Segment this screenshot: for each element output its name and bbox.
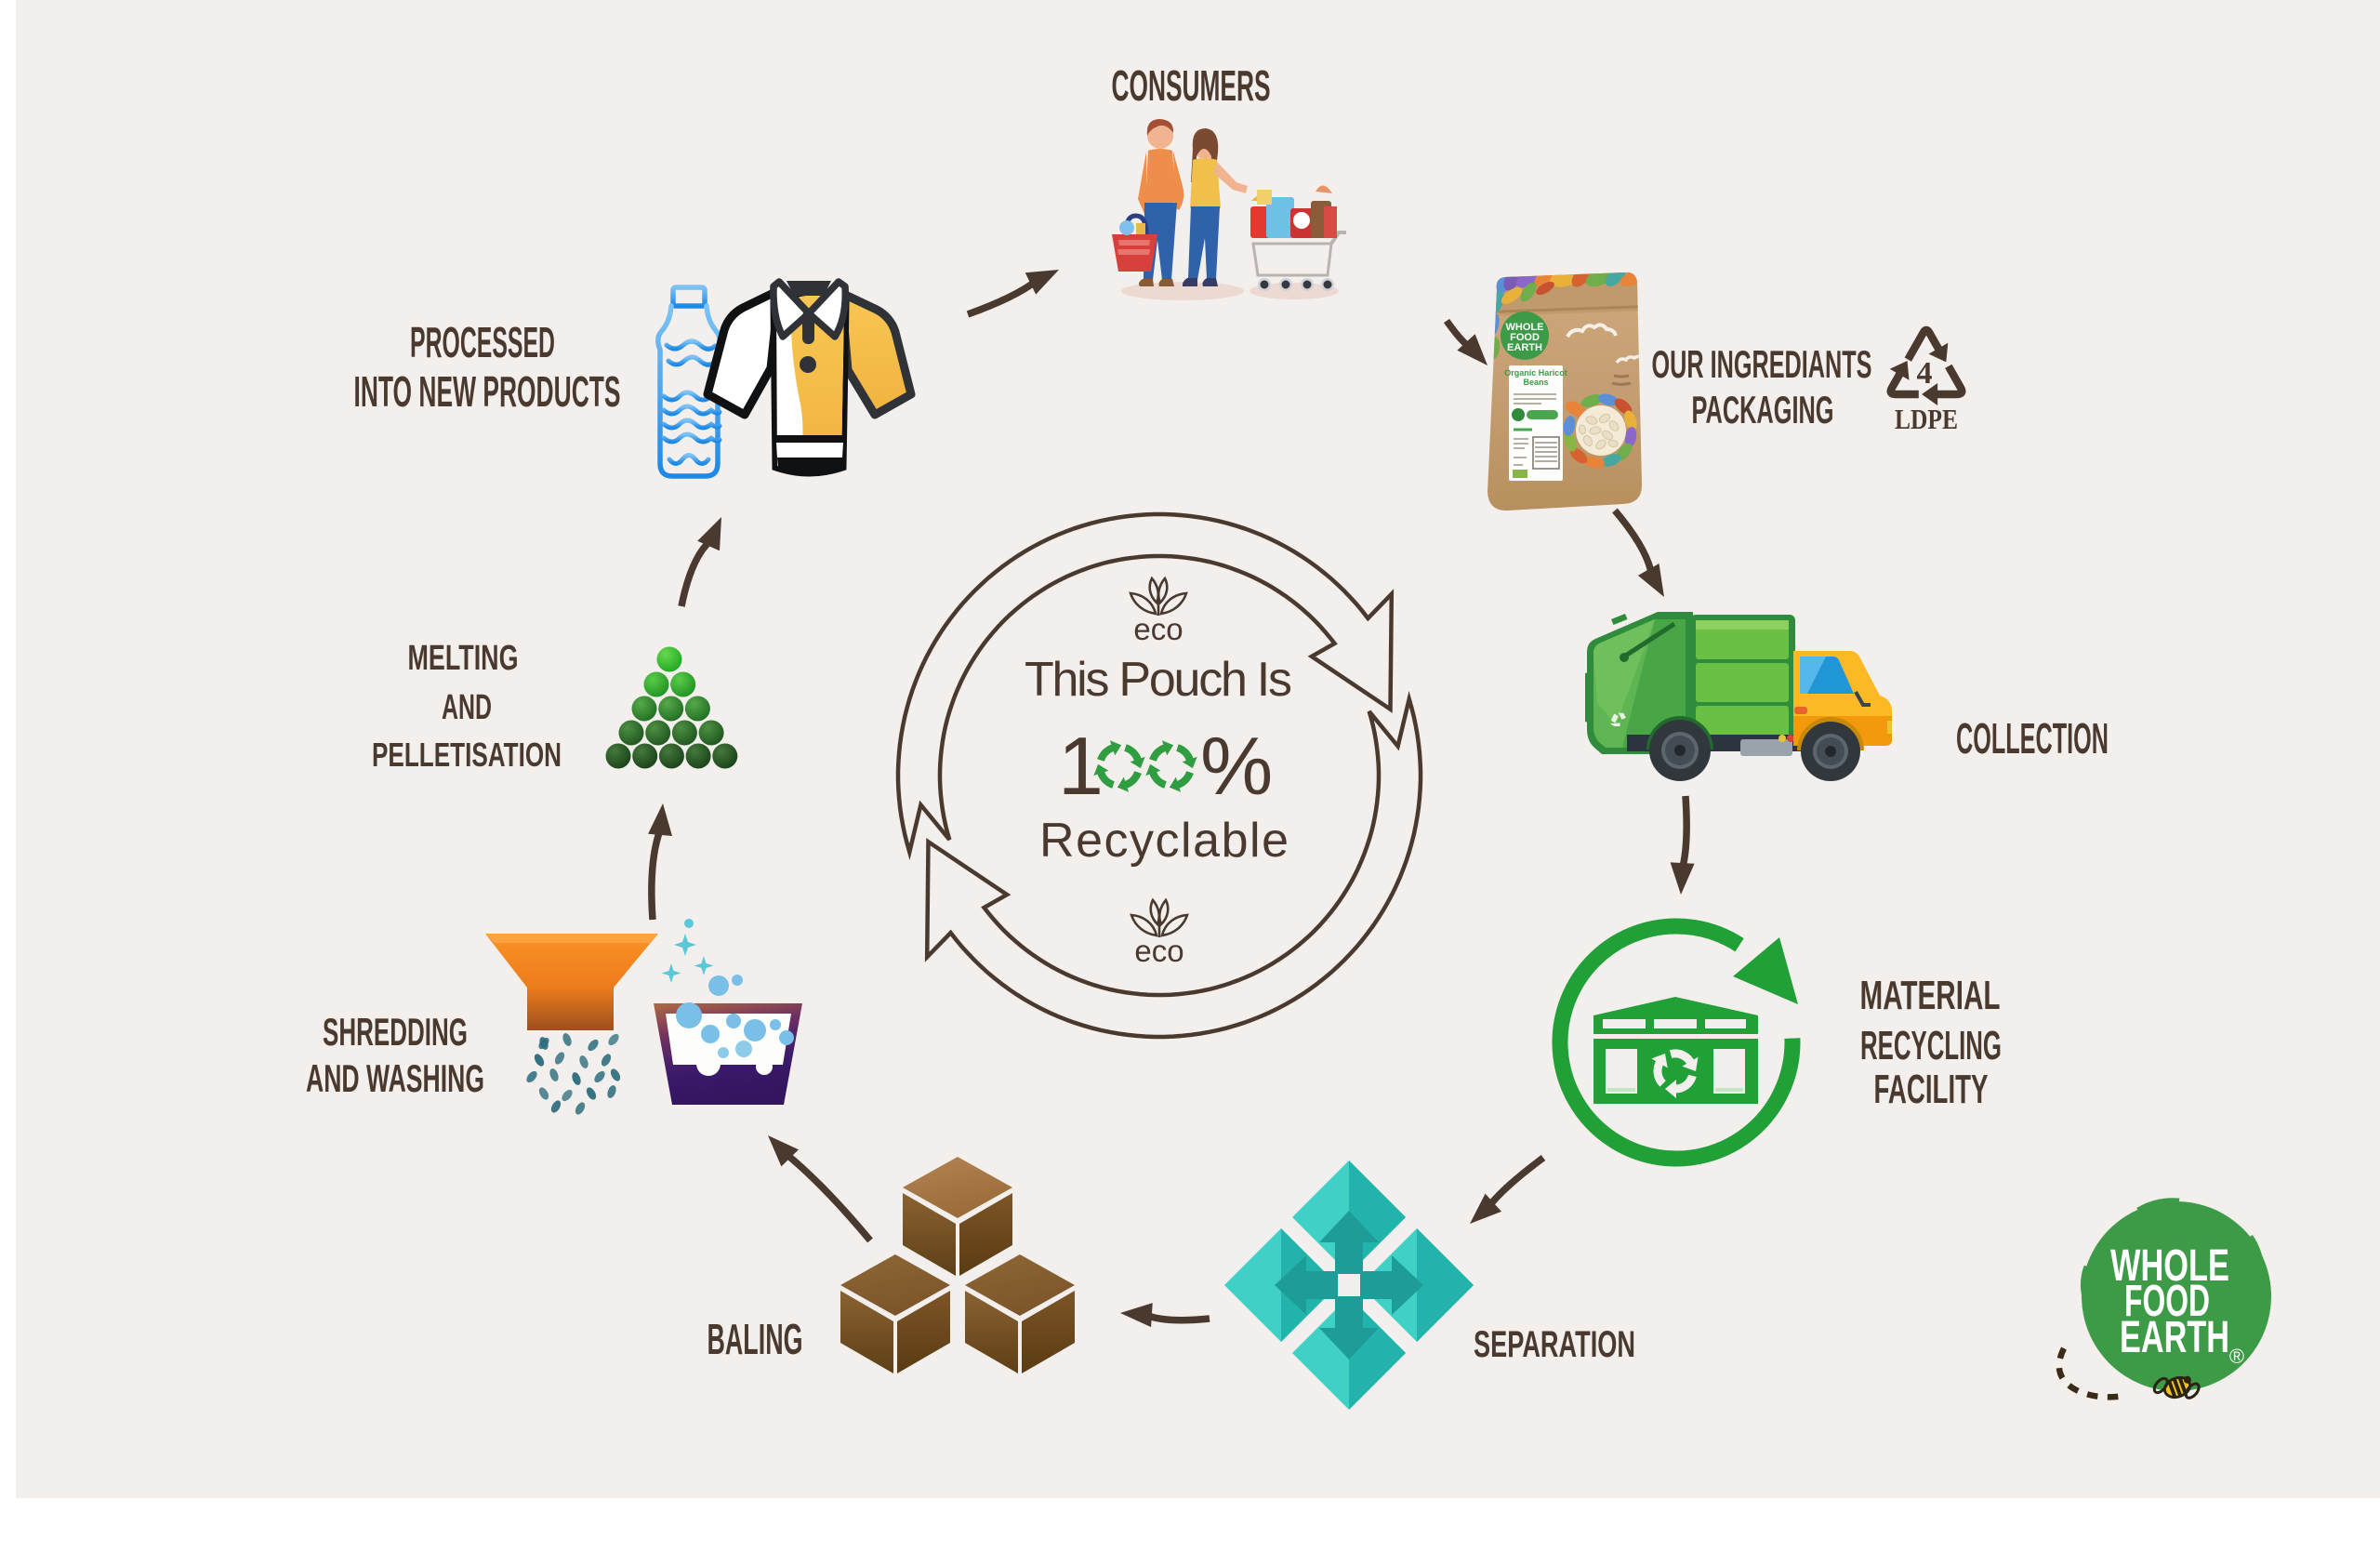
svg-text:COLLECTION: COLLECTION [1956, 714, 2109, 763]
svg-text:PACKAGING: PACKAGING [1692, 388, 1834, 431]
svg-text:INTO NEW PRODUCTS: INTO NEW PRODUCTS [354, 367, 621, 416]
svg-text:RECYCLING: RECYCLING [1860, 1023, 2002, 1068]
svg-text:FOOD: FOOD [1510, 332, 1540, 343]
svg-text:PELLETISATION: PELLETISATION [372, 736, 562, 774]
svg-text:WHOLE: WHOLE [1506, 322, 1544, 333]
svg-text:LDPE: LDPE [1895, 403, 1958, 435]
svg-text:4: 4 [1917, 356, 1933, 391]
svg-text:AND WASHING: AND WASHING [306, 1056, 484, 1100]
svg-text:WHOLE: WHOLE [2110, 1241, 2229, 1291]
svg-text:SHREDDING: SHREDDING [323, 1010, 468, 1054]
svg-text:Organic Haricot: Organic Haricot [1504, 368, 1567, 378]
svg-text:FACILITY: FACILITY [1874, 1067, 1989, 1112]
svg-text:CONSUMERS: CONSUMERS [1112, 61, 1271, 110]
svg-text:Beans: Beans [1523, 378, 1548, 387]
svg-text:eco: eco [1134, 934, 1183, 968]
svg-text:eco: eco [1133, 612, 1183, 646]
svg-text:PROCESSED: PROCESSED [410, 318, 555, 366]
svg-text:AND: AND [442, 688, 492, 727]
svg-text:SEPARATION: SEPARATION [1474, 1324, 1635, 1365]
svg-text:FOOD: FOOD [2124, 1277, 2210, 1326]
svg-text:EARTH: EARTH [1507, 342, 1542, 353]
svg-text:%: % [1200, 720, 1273, 812]
svg-text:Recyclable: Recyclable [1039, 814, 1289, 868]
svg-text:MATERIAL: MATERIAL [1860, 973, 2001, 1018]
svg-text:This Pouch Is: This Pouch Is [1025, 653, 1292, 707]
svg-text:EARTH: EARTH [2120, 1313, 2229, 1362]
svg-text:1: 1 [1058, 720, 1104, 812]
svg-text:OUR INGREDIANTS: OUR INGREDIANTS [1652, 342, 1872, 386]
svg-text:MELTING: MELTING [408, 639, 519, 678]
svg-text:®: ® [2229, 1345, 2244, 1368]
svg-text:BALING: BALING [707, 1315, 803, 1363]
